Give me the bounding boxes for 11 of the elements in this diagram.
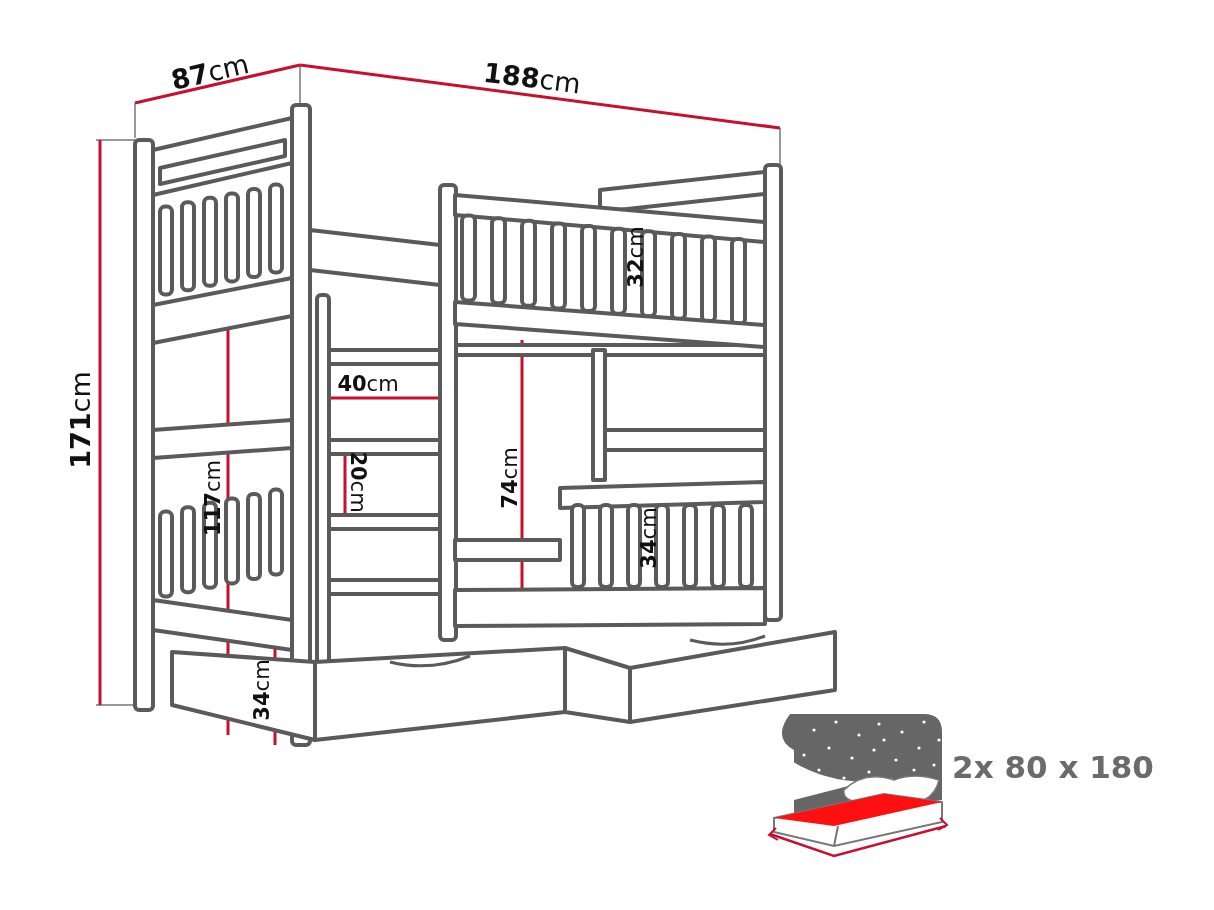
- dimension-label: 188cm: [481, 58, 583, 98]
- dimension-label: 171cm: [66, 371, 94, 469]
- dimension-label: 87cm: [168, 50, 252, 94]
- dimension-label: 34cm: [638, 507, 660, 569]
- dimension-label: 40cm: [337, 373, 399, 395]
- dimension-label: 34cm: [251, 659, 273, 721]
- mattress-size-label: 2x 80 x 180: [952, 751, 1154, 783]
- dimension-label: 20cm: [346, 451, 368, 513]
- dimension-label: 74cm: [499, 447, 521, 509]
- dimension-label: 117cm: [202, 460, 224, 536]
- dimension-label: 32cm: [625, 226, 647, 288]
